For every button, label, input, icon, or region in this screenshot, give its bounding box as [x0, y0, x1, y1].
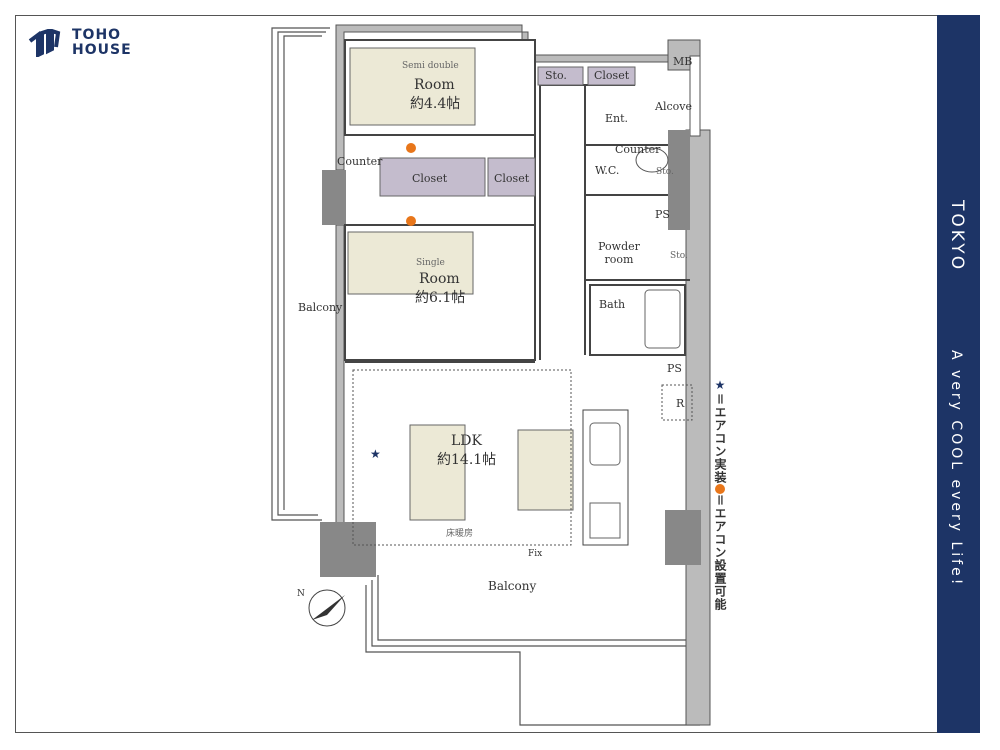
room2-bed-label: Single — [416, 258, 445, 268]
pillar — [322, 170, 346, 225]
svg-text:★: ★ — [370, 447, 381, 461]
ac-possible-marker — [406, 216, 416, 226]
orange-dot-icon — [715, 484, 725, 495]
counter-label: Counter — [615, 143, 661, 156]
toho-house-logo: TOHO HOUSE — [28, 28, 132, 58]
closet-label: Closet — [594, 69, 630, 82]
room1-bed-label: Semi double — [402, 61, 459, 71]
counter-label: Counter — [337, 155, 383, 168]
side-panel-tagline: A very COOL every Life! — [948, 350, 964, 588]
mb-label: MB — [673, 55, 693, 68]
ps-label: PS — [655, 208, 670, 221]
ldk-name: LDK — [451, 433, 482, 449]
r-label: R — [676, 397, 685, 410]
logo-text-line1: TOHO — [72, 27, 122, 43]
storage-label: Sto. — [656, 167, 674, 177]
side-panel: TOKYO A very COOL every Life! — [937, 15, 980, 733]
storage-label: Sto. — [545, 69, 567, 82]
storage-label: Sto. — [670, 251, 688, 261]
bath-label: Bath — [599, 298, 626, 311]
room1-size: 約4.4帖 — [410, 96, 461, 112]
alcove-label: Alcove — [655, 100, 692, 113]
logo-mark-icon — [28, 29, 61, 57]
room1-name: Room — [414, 77, 455, 93]
star-icon: ★ — [713, 378, 727, 393]
ps-label: PS — [667, 362, 682, 375]
floor-heating-label: 床暖房 — [446, 529, 474, 539]
side-panel-title: TOKYO — [947, 200, 967, 273]
fix-window-label: Fix — [528, 549, 543, 559]
entrance-label: Ent. — [605, 112, 629, 125]
balcony-label: Balcony — [298, 301, 343, 314]
closet-label: Closet — [494, 172, 530, 185]
balcony-label: Balcony — [488, 579, 537, 593]
powder-room-label: Powder room — [598, 240, 640, 266]
room2-size: 約6.1帖 — [415, 290, 466, 306]
logo-text-line2: HOUSE — [72, 42, 132, 58]
room2-name: Room — [419, 271, 460, 287]
ac-possible-marker — [406, 143, 416, 153]
closet-label: Closet — [412, 172, 448, 185]
ldk-size: 約14.1帖 — [437, 452, 497, 468]
legend-star-text: ＝エアコン実装 — [713, 393, 727, 485]
legend-dot-text: ＝エアコン設置可能 — [713, 494, 727, 612]
legend: ★＝エアコン実装 ＝エアコン設置可能 — [712, 378, 729, 611]
wc-label: W.C. — [595, 164, 620, 177]
north-label: N — [297, 589, 305, 599]
